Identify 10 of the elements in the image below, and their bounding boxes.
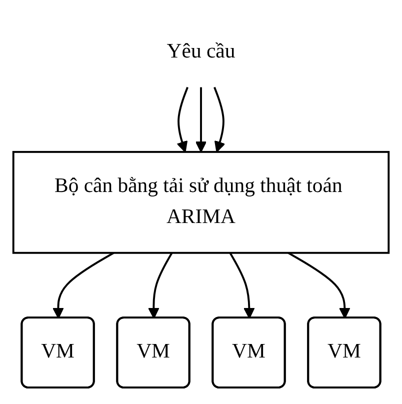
arrow — [176, 86, 188, 152]
arrow — [52, 252, 114, 318]
node-box — [12, 150, 390, 254]
arrow — [229, 252, 255, 318]
node-text: Yêu cầu — [166, 40, 236, 62]
arrow — [214, 86, 226, 152]
flowchart-drawing: Yêu cầu Bộ cân bằng tải sử dụng thuật toán ARIMA VM VM VM VM — [3, 6, 399, 398]
arrow — [288, 252, 350, 318]
arrow — [195, 86, 207, 152]
arrow — [148, 252, 173, 318]
